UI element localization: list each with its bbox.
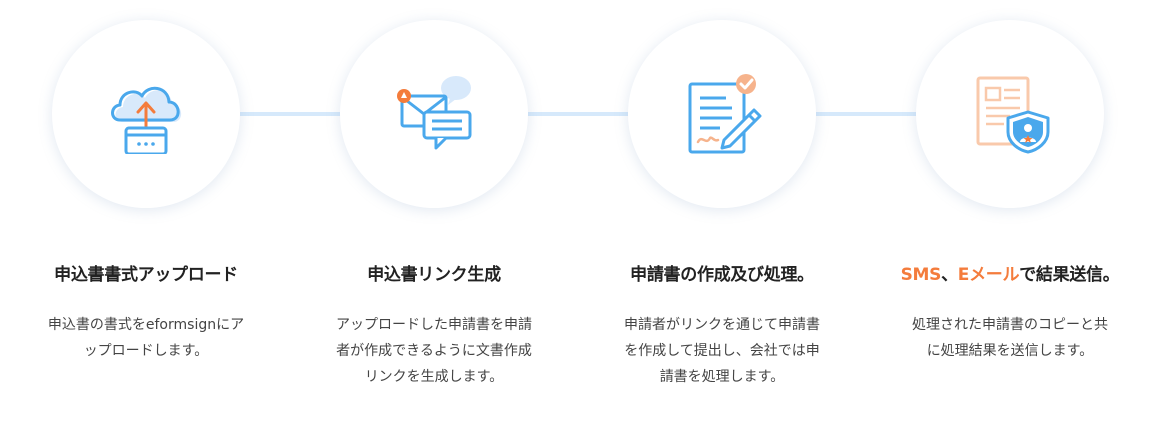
step-icon-circle (52, 20, 240, 208)
step-icon-circle (340, 20, 528, 208)
email-highlight: Eメール (957, 265, 1020, 285)
mail-chat-icon (397, 76, 472, 150)
step-title: 申請書の作成及び処理。 (630, 265, 814, 285)
sms-highlight: SMS (900, 265, 942, 285)
step-upload: 申込書書式アップロード 申込書の書式をeformsignにア ップロードします。 (3, 0, 289, 421)
connector-line (816, 112, 916, 116)
step-description: 申込書の書式をeformsignにア ップロードします。 (47, 317, 245, 359)
connector-line (528, 112, 628, 116)
document-badge-icon (976, 76, 1050, 154)
step-description: 処理された申請書のコピーと共 に処理結果を送信します。 (912, 317, 1108, 359)
cloud-upload-icon (111, 86, 182, 154)
step-send-result: SMS、Eメールで結果送信。 処理された申請書のコピーと共 に処理結果を送信しま… (867, 0, 1153, 421)
step-link: 申込書リンク生成 アップロードした申請書を申請 者が作成できるように文書作成 リ… (291, 0, 577, 421)
step-description: 申請者がリンクを通じて申請書 を作成して提出し、会社では申 請書を処理します。 (624, 317, 820, 385)
step-title: SMS、Eメールで結果送信。 (900, 265, 1120, 285)
document-sign-icon (688, 74, 762, 154)
step-title: 申込書書式アップロード (54, 265, 238, 285)
step-description: アップロードした申請書を申請 者が作成できるように文書作成 リンクを生成します。 (336, 317, 532, 385)
step-process: 申請書の作成及び処理。 申請者がリンクを通じて申請書 を作成して提出し、会社では… (579, 0, 865, 421)
step-title: 申込書リンク生成 (367, 265, 501, 285)
step-icon-circle (628, 20, 816, 208)
step-icon-circle (916, 20, 1104, 208)
connector-line (240, 112, 340, 116)
